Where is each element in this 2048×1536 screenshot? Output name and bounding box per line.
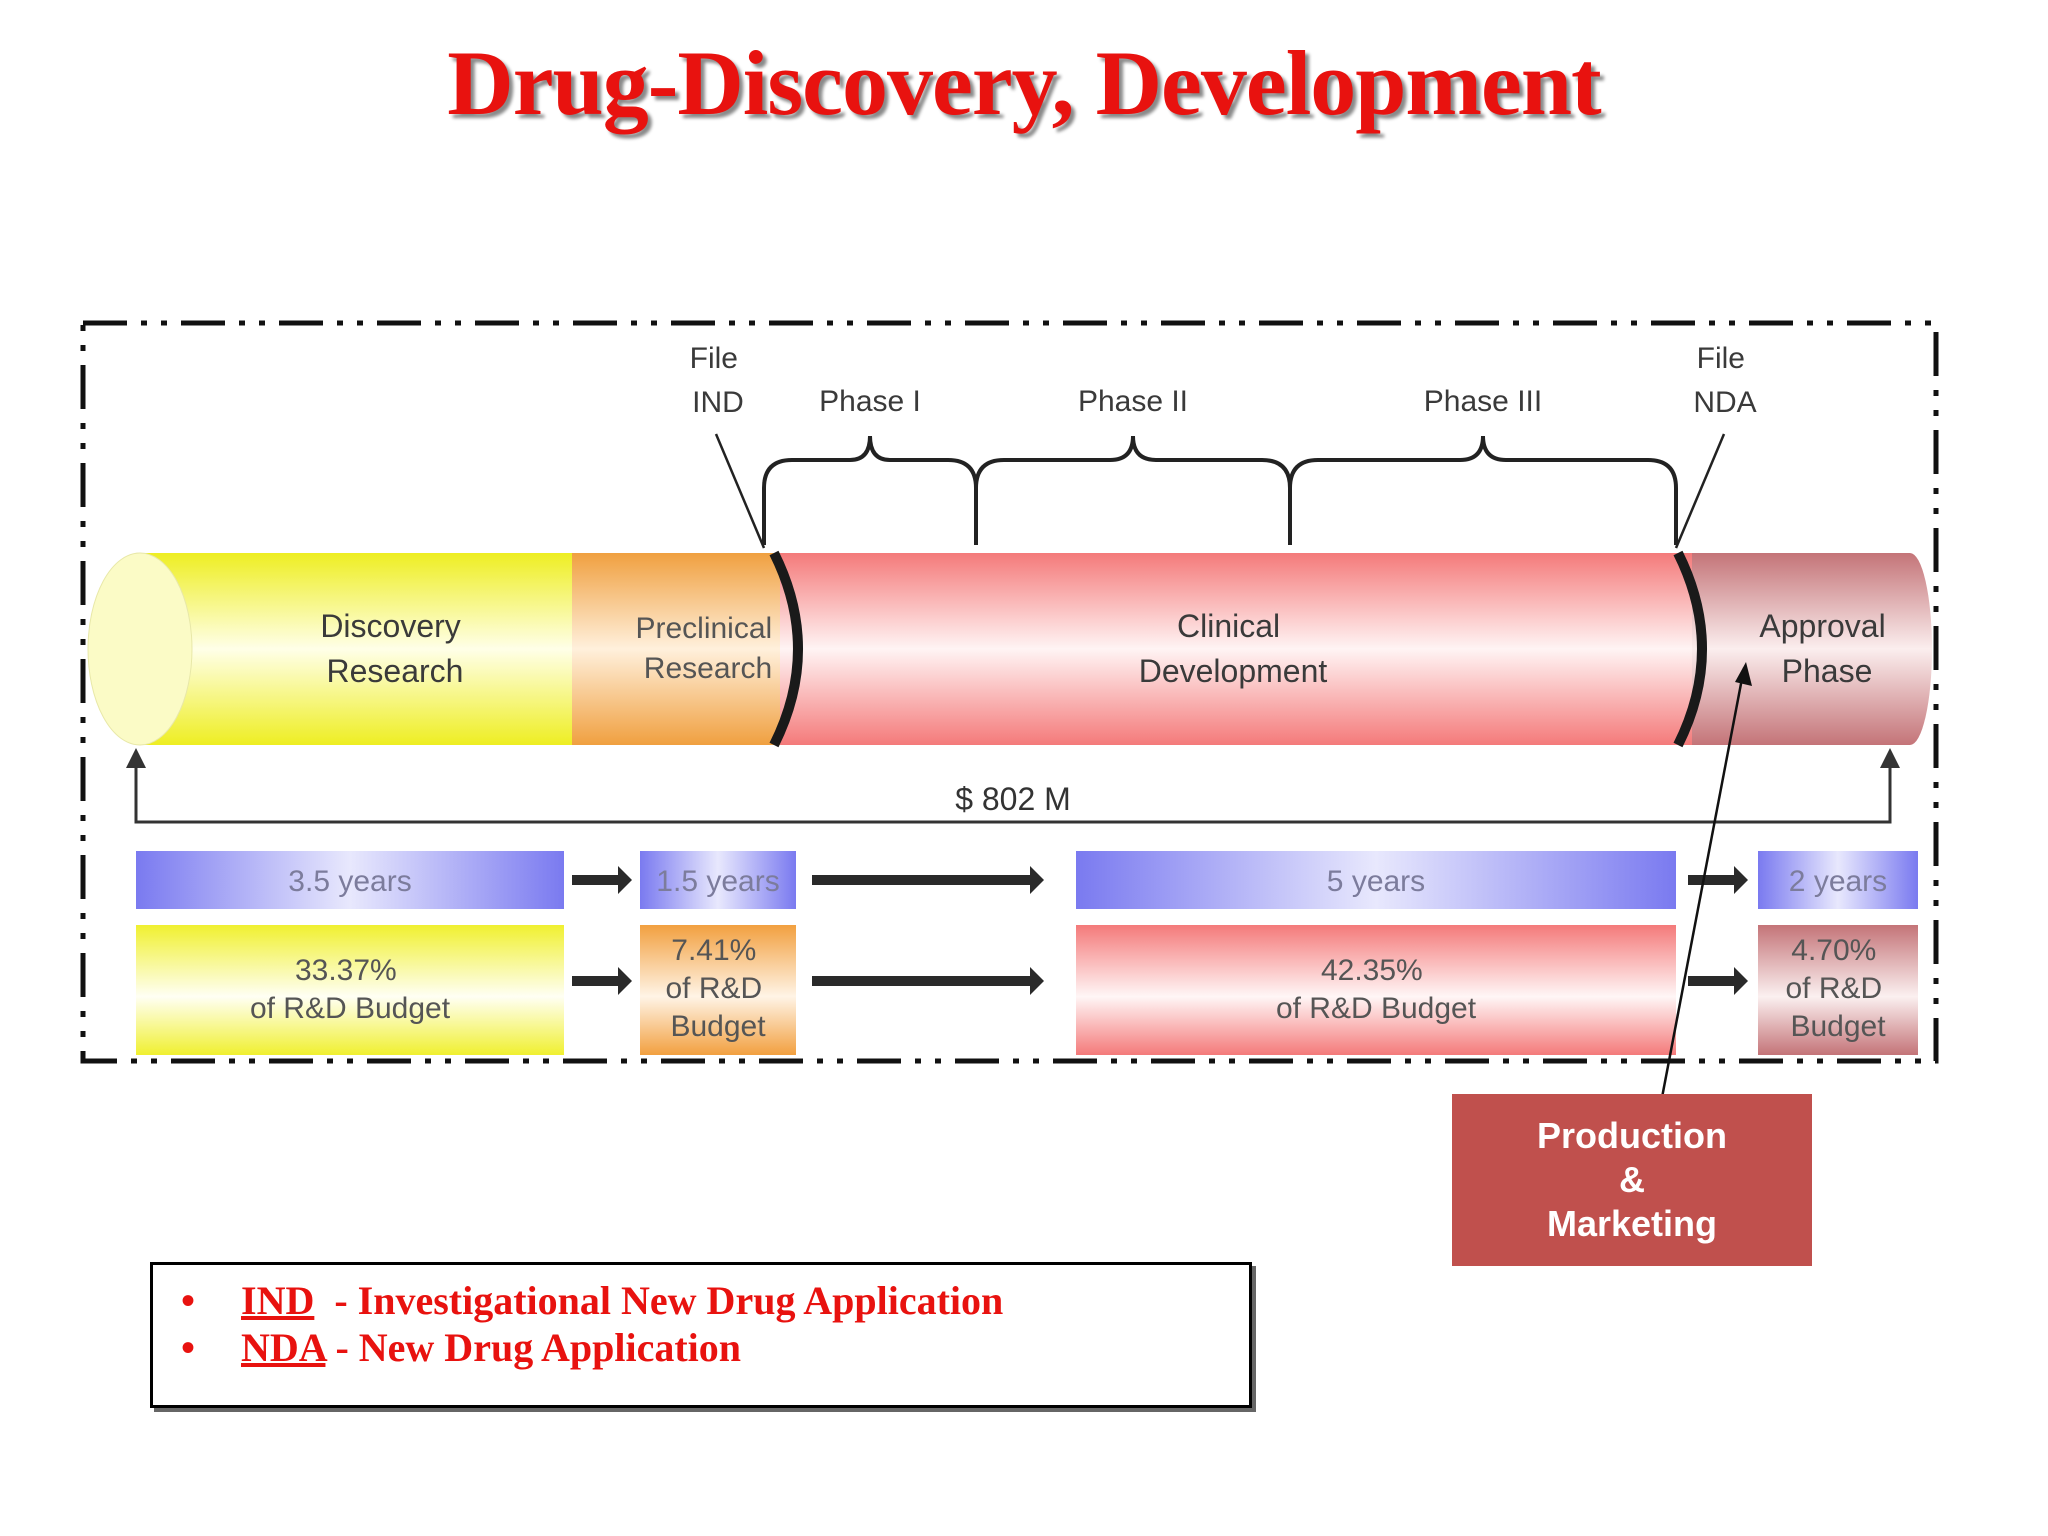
arrow-budget-1 <box>572 967 632 995</box>
legend-text-ind: - Investigational New Drug Application <box>314 1278 1003 1323</box>
phase-3-brace <box>1290 436 1676 545</box>
production-label: Production <box>1537 1114 1727 1158</box>
abbreviation-legend: •IND - Investigational New Drug Applicat… <box>150 1262 1252 1408</box>
total-cost-label: $ 802 M <box>955 781 1071 817</box>
discovery-segment <box>140 553 580 745</box>
arrow-budget-2 <box>812 967 1044 995</box>
approval-segment <box>1692 553 1910 745</box>
duration-clinical-label: 5 years <box>1327 865 1425 898</box>
arrow-duration-2 <box>812 866 1044 894</box>
legend-item-ind: •IND - Investigational New Drug Applicat… <box>181 1277 1003 1324</box>
duration-approval-label: 2 years <box>1789 865 1887 898</box>
phase-3-label: Phase III <box>1424 385 1542 418</box>
production-marketing-box: Production & Marketing <box>1452 1094 1812 1266</box>
duration-preclinical-label: 1.5 years <box>656 865 779 898</box>
legend-item-nda: •NDA - New Drug Application <box>181 1324 741 1371</box>
file-nda-pointer <box>1676 434 1724 548</box>
budget-approval-label: 4.70% of R&D Budget <box>1785 934 1890 1043</box>
bullet-icon: • <box>181 1324 241 1371</box>
total-cost-right-arrowhead <box>1880 748 1900 768</box>
arrow-duration-1 <box>572 866 632 894</box>
file-ind-pointer <box>716 434 764 548</box>
legend-abbr-nda: NDA <box>241 1325 325 1370</box>
clinical-segment <box>780 553 1700 745</box>
budget-preclinical-label: 7.41% of R&D Budget <box>665 934 770 1043</box>
bullet-icon: • <box>181 1277 241 1324</box>
arrow-budget-3 <box>1688 967 1748 995</box>
approval-pipe-end <box>1888 553 1932 745</box>
arrow-duration-3 <box>1688 866 1748 894</box>
phase-1-label: Phase I <box>819 385 921 418</box>
budget-box-discovery <box>136 925 564 1055</box>
duration-discovery-label: 3.5 years <box>288 865 411 898</box>
marketing-label: Marketing <box>1547 1202 1717 1246</box>
file-ind-label: File IND <box>690 342 747 419</box>
phase-2-brace <box>976 436 1290 545</box>
discovery-pipe-end <box>88 553 192 745</box>
ampersand-label: & <box>1619 1158 1645 1202</box>
total-cost-left-arrowhead <box>126 748 146 768</box>
preclinical-segment <box>572 553 788 745</box>
phase-1-brace <box>764 436 976 545</box>
budget-box-clinical <box>1076 925 1676 1055</box>
legend-text-nda: - New Drug Application <box>325 1325 741 1370</box>
phase-2-label: Phase II <box>1078 385 1188 418</box>
legend-abbr-ind: IND <box>241 1278 314 1323</box>
file-nda-label: File NDA <box>1693 342 1756 419</box>
